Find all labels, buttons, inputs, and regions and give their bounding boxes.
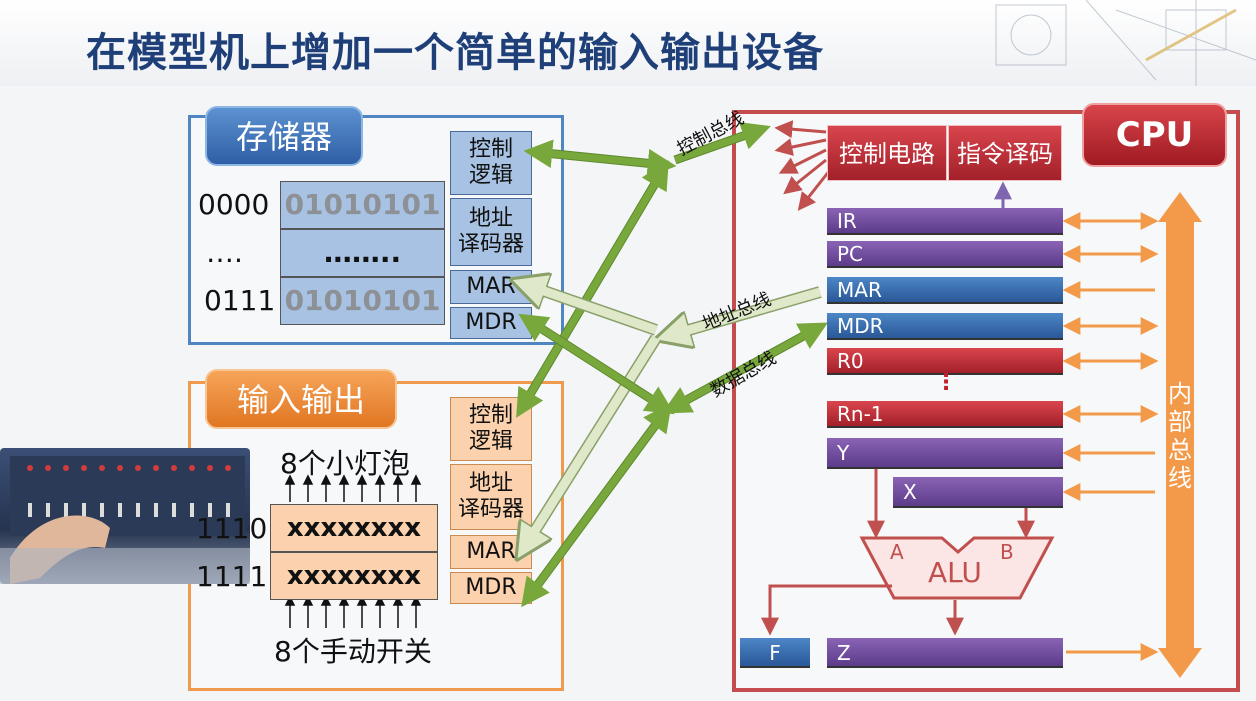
- register-mdr: MDR: [827, 313, 1063, 340]
- register-bus-arrows: [1062, 212, 1159, 661]
- memory-cell: 01010101: [280, 181, 445, 229]
- register-rn-1: Rn-1: [827, 401, 1063, 428]
- bulbs-caption: 8个小灯泡: [280, 447, 410, 480]
- register-ir: IR: [827, 208, 1063, 235]
- alu-input-b: B: [1000, 540, 1014, 564]
- memory-label: 存储器: [205, 106, 363, 166]
- internal-bus-label: 内 部 总 线: [1168, 380, 1192, 492]
- io-mdr: MDR: [450, 572, 532, 604]
- alu-label: ALU: [928, 556, 982, 589]
- io-address-decoder: 地址 译码器: [450, 464, 532, 530]
- register-y: Y: [827, 438, 1063, 469]
- cpu-label: CPU: [1082, 103, 1227, 167]
- flag-register: F: [740, 638, 810, 668]
- memory-cell: 01010101: [280, 277, 445, 325]
- register-z: Z: [827, 638, 1063, 668]
- io-cell-output: xxxxxxxx: [270, 504, 438, 552]
- memory-address: 0111: [204, 284, 276, 317]
- memory-address: ….: [206, 236, 243, 269]
- switch-arrows: [284, 595, 422, 628]
- register-x: X: [893, 477, 1063, 508]
- data-bus: [518, 313, 829, 608]
- title-bar: 在模型机上增加一个简单的输入输出设备: [0, 0, 1256, 86]
- io-control-logic: 控制 逻辑: [450, 397, 532, 461]
- io-address: 1111: [196, 560, 268, 593]
- register-ellipsis: ⋮: [935, 370, 957, 395]
- io-address: 1110: [196, 512, 268, 545]
- instruction-decoder: 指令译码: [948, 125, 1062, 181]
- alu-datapath: [761, 468, 1035, 636]
- switches-caption: 8个手动开关: [274, 635, 432, 668]
- io-arrows: [284, 474, 422, 628]
- page-title: 在模型机上增加一个简单的输入输出设备: [86, 30, 824, 76]
- io-label: 输入输出: [205, 369, 397, 429]
- control-circuit: 控制电路: [827, 125, 947, 181]
- memory-address: 0000: [198, 188, 270, 221]
- alu-input-a: A: [890, 540, 904, 564]
- switch-panel-icon: [0, 456, 250, 584]
- io-cell-input: xxxxxxxx: [270, 552, 438, 600]
- internal-bus: [1158, 192, 1202, 678]
- memory-cell: ……..: [280, 229, 445, 277]
- bulb-arrows: [284, 474, 422, 502]
- register-mar: MAR: [827, 277, 1063, 304]
- register-pc: PC: [827, 241, 1063, 268]
- control-signal-arrows: [774, 120, 832, 211]
- register-r0: R0: [827, 348, 1063, 375]
- blueprint-decoration-icon: [995, 0, 1256, 86]
- altair-front-panel-photo: [0, 448, 250, 584]
- alu-shape: [859, 536, 1055, 600]
